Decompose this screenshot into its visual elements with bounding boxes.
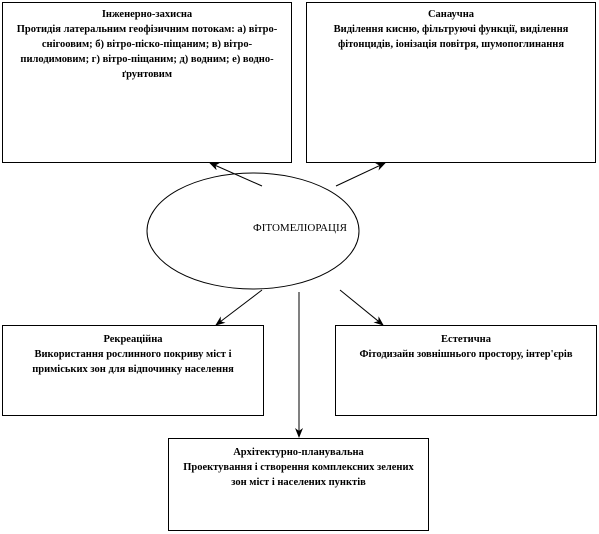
- aesthetic-title: Естетична: [441, 334, 491, 345]
- architectural-title: Архітектурно-планувальна: [233, 447, 364, 458]
- recreational-body: Використання рослинного покриву міст і п…: [32, 349, 234, 375]
- architectural-body: Проектування і створення комплексних зел…: [183, 462, 414, 488]
- engineering-body: Протидія латеральним геофізичним потокам…: [16, 24, 278, 80]
- arrow-to-engineering: [209, 162, 263, 187]
- aesthetic-box: Естетична Фітодизайн зовнішнього простор…: [335, 325, 597, 416]
- architectural-box: Архітектурно-планувальна Проектування і …: [168, 438, 429, 531]
- center-label: ФІТОМЕЛІОРАЦІЯ: [253, 222, 347, 234]
- sanitary-box: Санаучна Виділення кисню, фільтруючі фун…: [306, 2, 596, 163]
- aesthetic-body: Фітодизайн зовнішнього простору, інтер'є…: [359, 349, 573, 360]
- sanitary-body: Виділення кисню, фільтруючі функції, вид…: [333, 24, 569, 50]
- recreational-title: Рекреаційна: [103, 334, 163, 345]
- sanitary-title: Санаучна: [427, 9, 475, 20]
- recreational-box: Рекреаційна Використання рослинного покр…: [2, 325, 264, 416]
- arrow-to-recreational: [215, 289, 263, 326]
- engineering-title: Інженерно-захисна: [101, 9, 193, 20]
- arrow-to-aesthetic: [339, 289, 384, 326]
- center-ellipse: [146, 172, 360, 290]
- engineering-box: Інженерно-захисна Протидія латеральним г…: [2, 2, 292, 163]
- arrow-to-sanitary: [335, 162, 386, 187]
